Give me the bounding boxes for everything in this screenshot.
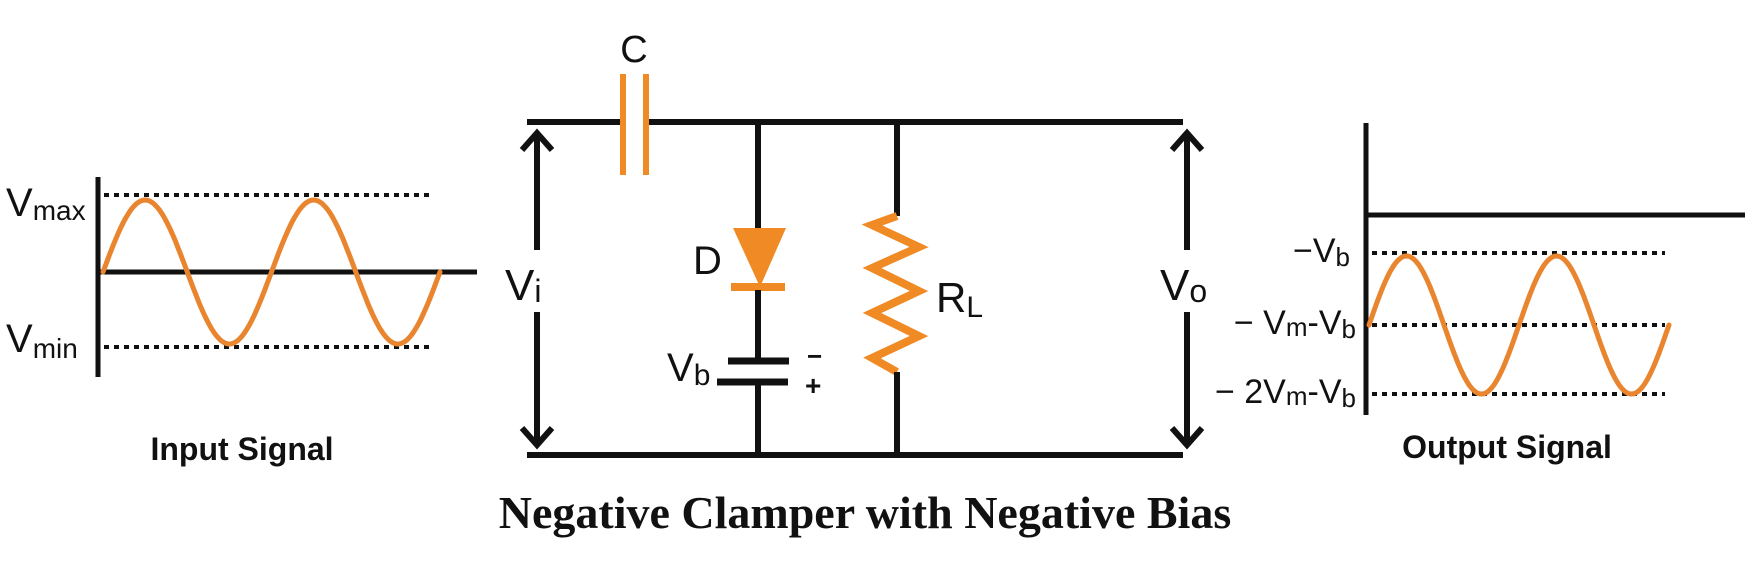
input-signal-caption: Input Signal [150,431,333,467]
vo-arrow-down-head [1169,426,1205,450]
vmin-label: Vmin [6,317,78,364]
circuit: C D Vb − + RL [505,29,1207,458]
output-voltage-arrow: Vo [1160,128,1207,450]
output-level-mid-label: − Vm-Vb [1234,304,1356,344]
diode-triangle [733,228,786,287]
battery-plus-sign: + [805,370,821,401]
diode-label: D [693,239,722,283]
output-sine-wave [1366,253,1672,397]
capacitor-label: C [620,29,647,71]
input-sine-wave [100,197,443,347]
vi-arrow-up-head [519,128,555,152]
battery-minus-sign: − [807,341,822,371]
output-signal-graph: −Vb − Vm-Vb − 2Vm-Vb Output Signal [1215,123,1745,465]
capacitor: C [620,29,649,175]
resistor-branch: RL [861,122,983,455]
output-level-neg-vb-label: −Vb [1293,232,1350,272]
input-voltage-arrow: Vi [505,128,555,450]
diagram-title: Negative Clamper with Negative Bias [499,487,1231,538]
battery-label: Vb [667,346,710,392]
vmax-label: Vmax [6,181,86,226]
resistor-zigzag [861,212,929,376]
vo-arrow-up-head [1169,128,1205,152]
vi-label: Vi [505,261,541,310]
diode-branch: D Vb − + [667,122,822,455]
output-signal-caption: Output Signal [1402,429,1612,465]
input-signal-graph: Vmax Vmin Input Signal [6,177,477,467]
vi-arrow-down-head [519,426,555,450]
resistor-label: RL [936,274,983,324]
vo-label: Vo [1160,261,1207,310]
output-level-min-label: − 2Vm-Vb [1215,373,1356,413]
